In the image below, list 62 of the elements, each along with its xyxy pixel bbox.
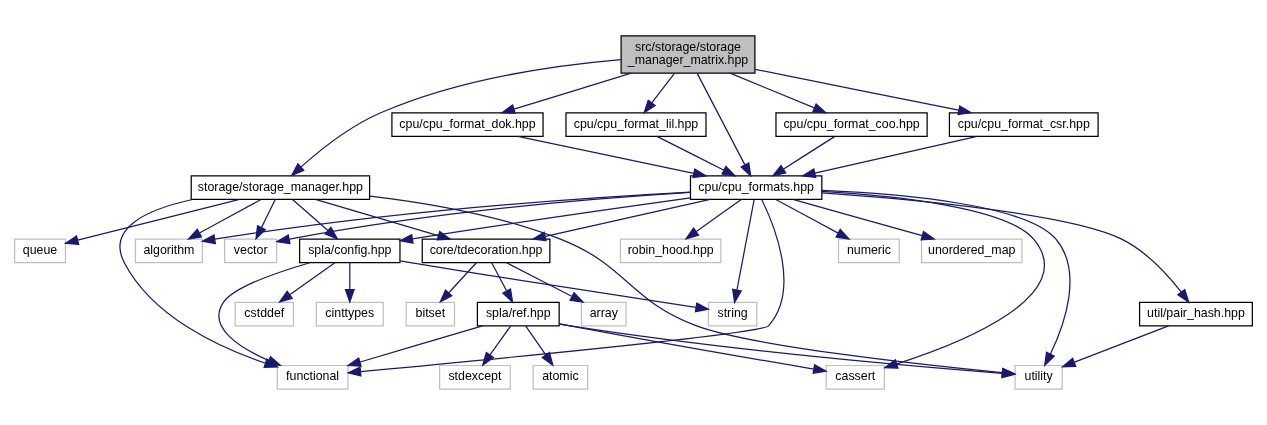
arrow: [656, 135, 737, 177]
node-box: queue: [14, 238, 67, 264]
arrow: [643, 72, 676, 115]
node-box: array: [580, 301, 627, 327]
arrow: [821, 192, 1190, 304]
arrow: [275, 191, 692, 245]
arrow: [398, 197, 692, 244]
arrow: [63, 198, 240, 246]
arrow: [291, 198, 339, 241]
node-box: cpu/cpu_format_lil.hpp: [565, 112, 707, 137]
arrow: [800, 135, 978, 179]
arrow: [278, 262, 336, 304]
arrow: [793, 198, 937, 241]
arrow: [344, 262, 355, 304]
arrow: [771, 135, 836, 177]
arrow: [1060, 325, 1170, 368]
node-box: spla/ref.hpp: [476, 301, 560, 327]
arrow: [729, 72, 828, 114]
arrow: [315, 198, 453, 241]
node-box: cstddef: [234, 301, 295, 327]
node-box: cassert: [825, 364, 885, 390]
node-box: functional: [276, 364, 349, 390]
node-box: cinttypes: [315, 301, 384, 327]
node-box: spla/config.hpp: [299, 238, 401, 264]
node-box: stdexcept: [439, 364, 511, 390]
node-box: bitset: [405, 301, 456, 327]
arrow: [290, 58, 622, 177]
node-box: cpu/cpu_formats.hpp: [689, 175, 823, 201]
arrow: [684, 198, 742, 240]
node-box: unordered_map: [920, 238, 1023, 264]
arrow: [491, 262, 514, 304]
node-box: util/pair_hash.hpp: [1138, 301, 1253, 327]
arrow: [399, 260, 711, 313]
arrow: [500, 72, 632, 114]
node-box: core/tdecoration.hpp: [421, 238, 551, 264]
node-box: utility: [1014, 364, 1063, 390]
node-box: storage/storage_manager.hpp: [190, 175, 371, 201]
arrow: [696, 72, 752, 178]
arrow: [186, 198, 262, 240]
arrow: [505, 262, 585, 304]
node-box: numeric: [837, 238, 900, 264]
node-box: string: [707, 301, 758, 327]
arrow: [346, 325, 484, 367]
node-box: cpu/cpu_format_coo.hpp: [775, 112, 928, 137]
arrow: [754, 68, 973, 116]
arrow: [200, 191, 691, 245]
arrow: [517, 135, 708, 179]
arrow: [439, 262, 477, 304]
arrow: [731, 198, 755, 305]
node-box: robin_hood.hpp: [619, 238, 722, 264]
arrow: [559, 323, 828, 375]
node-box: algorithm: [134, 238, 203, 264]
arrow: [481, 325, 512, 367]
arrow: [531, 198, 710, 242]
arrow: [525, 325, 554, 367]
node-box: atomic: [532, 364, 589, 390]
arrow: [346, 198, 785, 377]
node-box: cpu/cpu_format_csr.hpp: [948, 112, 1099, 137]
arrow: [775, 198, 851, 240]
node-box: src/storage/storage _manager_matrix.hpp: [620, 35, 756, 74]
node-box: vector: [224, 238, 278, 264]
node-box: cpu/cpu_format_dok.hpp: [391, 112, 544, 137]
